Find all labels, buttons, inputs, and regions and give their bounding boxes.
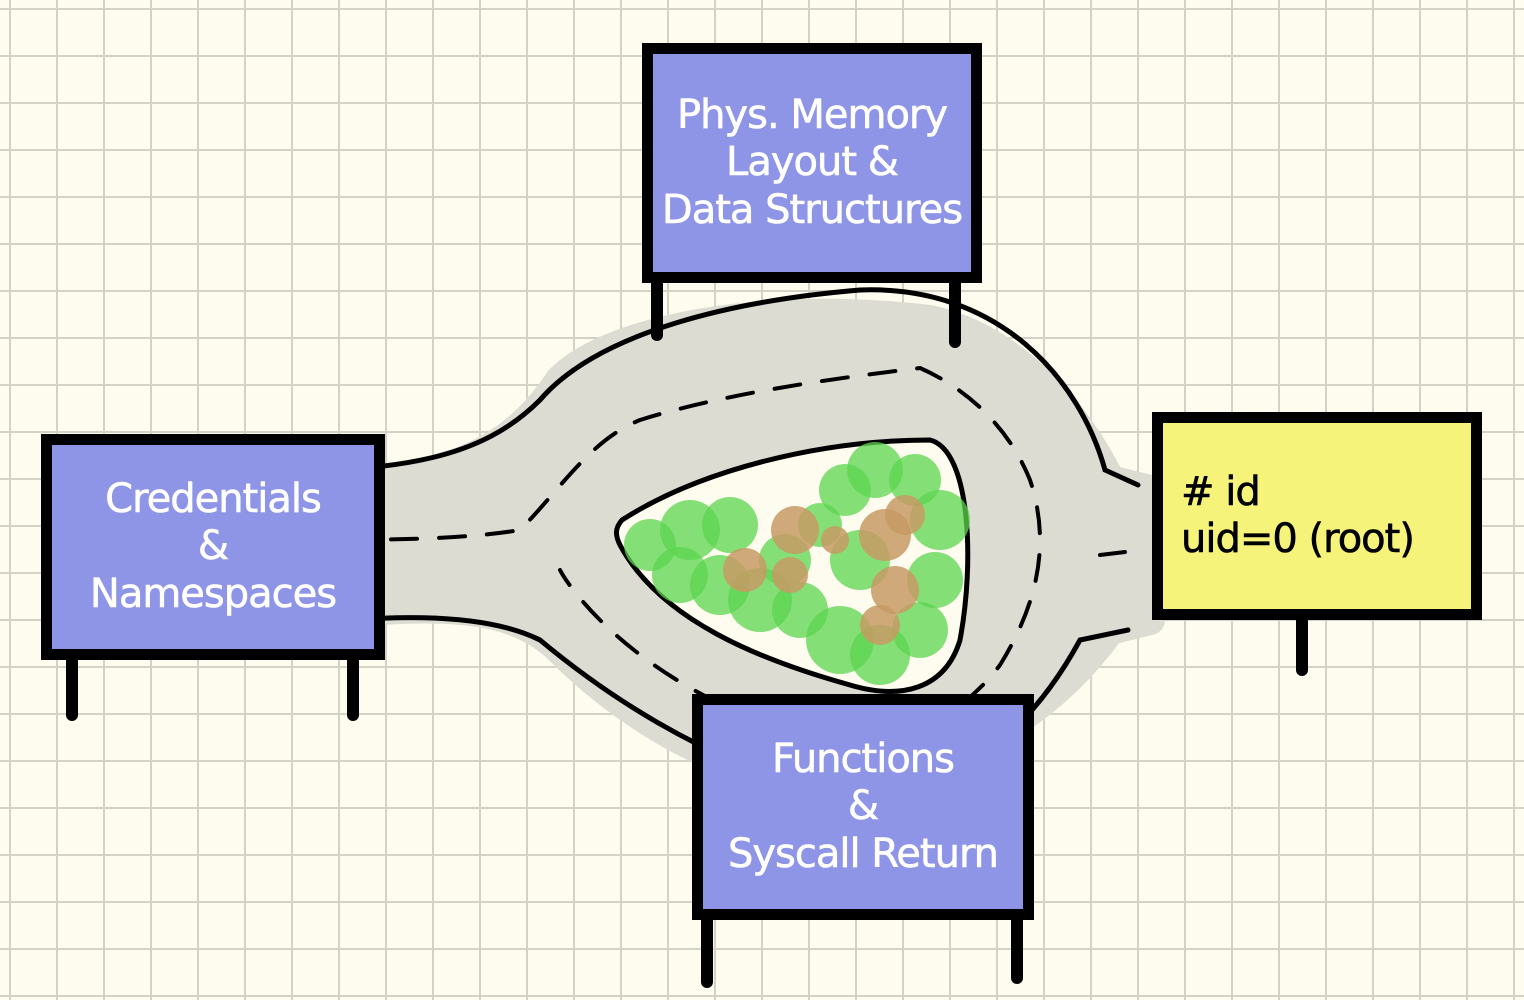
sign-memory: Phys. Memory Layout & Data Structures — [642, 43, 982, 283]
sign-memory-line-1: Phys. Memory — [676, 92, 949, 139]
sign-functions: Functions & Syscall Return — [692, 694, 1034, 920]
sign-posts — [66, 272, 1308, 988]
sign-functions-line-1: Functions — [772, 736, 956, 783]
sign-functions-line-3: Syscall Return — [727, 830, 1000, 877]
sign-credentials-line-1: Credentials — [105, 476, 322, 523]
sign-credentials-line-2: & — [197, 523, 230, 570]
sign-functions-line-2: & — [847, 783, 880, 830]
sign-credentials: Credentials & Namespaces — [41, 434, 385, 660]
road-center-dashes — [293, 365, 1127, 748]
dirt-patches — [723, 495, 925, 645]
sign-credentials-line-3: Namespaces — [89, 570, 338, 617]
inner-island — [614, 437, 971, 694]
sign-terminal-line-1: # id — [1181, 468, 1261, 516]
sign-terminal-line-2: uid=0 (root) — [1181, 516, 1416, 563]
sign-memory-line-2: Layout & — [726, 139, 899, 186]
sign-terminal: # id uid=0 (root) — [1152, 412, 1482, 620]
sign-memory-line-3: Data Structures — [661, 186, 964, 233]
